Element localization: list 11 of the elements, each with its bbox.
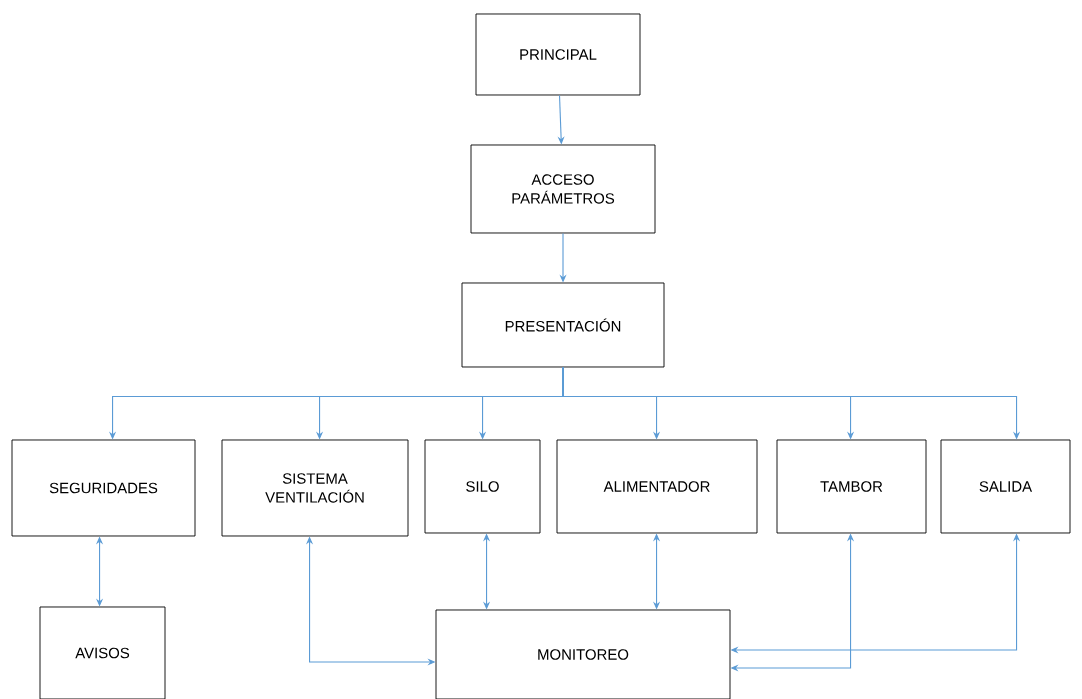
process-box: SISTEMA VENTILACIÓN <box>221 439 409 537</box>
process-box: PRINCIPAL <box>475 13 641 96</box>
process-box: SEGURIDADES <box>11 439 196 537</box>
process-box: SALIDA <box>940 439 1071 534</box>
process-box: TAMBOR <box>776 439 927 534</box>
process-box: MONITOREO <box>435 609 731 699</box>
process-box: SILO <box>424 439 541 534</box>
process-box: AVISOS <box>39 606 166 699</box>
process-box: PRESENTACIÓN <box>461 282 665 368</box>
process-box: ACCESO PARÁMETROS <box>470 144 656 234</box>
process-box: ALIMENTADOR <box>556 439 758 534</box>
